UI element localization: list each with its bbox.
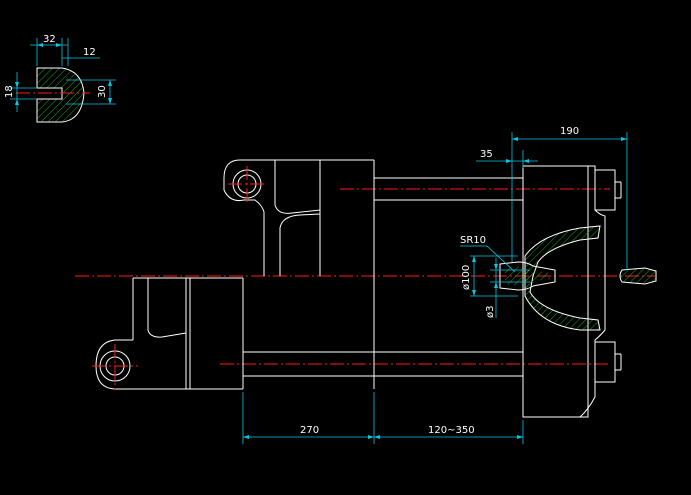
nozzle-tip-remote bbox=[619, 267, 657, 285]
lower-hinge-bracket bbox=[92, 277, 244, 390]
dim-270: 270 bbox=[300, 425, 319, 436]
platen-cavity-hatch bbox=[524, 225, 601, 331]
nozzle bbox=[499, 261, 657, 291]
dim-18: 18 bbox=[4, 85, 15, 98]
detail-view: 32 12 18 30 bbox=[4, 34, 116, 123]
detail-hatch bbox=[36, 67, 85, 123]
upper-hinge-bracket bbox=[223, 159, 375, 276]
fixed-platen bbox=[522, 165, 622, 418]
dim-120-350: 120~350 bbox=[428, 425, 475, 436]
lower-tie-bar bbox=[190, 276, 523, 390]
dim-32: 32 bbox=[43, 34, 56, 45]
dim-35: 35 bbox=[480, 149, 493, 160]
dim-12: 12 bbox=[83, 47, 96, 58]
upper-tie-bar bbox=[374, 177, 523, 201]
dimensions: 190 35 SR10 ø100 ø3 270 12 bbox=[242, 126, 628, 444]
dim-dia100: ø100 bbox=[461, 265, 472, 290]
dim-30: 30 bbox=[97, 85, 108, 98]
dim-dia3: ø3 bbox=[485, 306, 496, 318]
dim-sr10: SR10 bbox=[460, 235, 486, 246]
dim-190: 190 bbox=[560, 126, 579, 137]
